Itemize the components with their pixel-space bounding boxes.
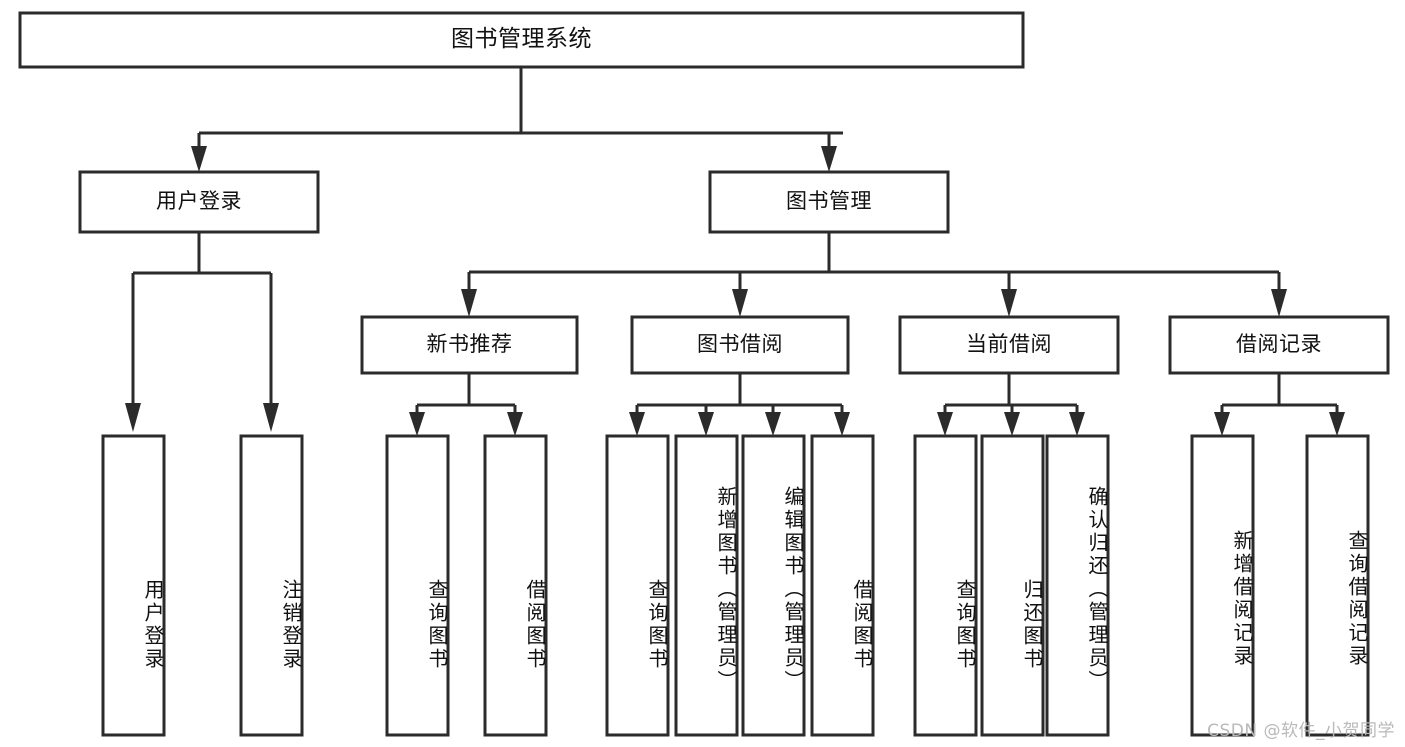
node-box-leaf-11[interactable] xyxy=(1045,434,1110,737)
connector-bookmgmt-to-level2 xyxy=(461,232,1287,317)
node-box-bookmgmt[interactable] xyxy=(708,170,950,234)
node-box-borrow[interactable] xyxy=(630,315,850,375)
node-box-newbook[interactable] xyxy=(360,315,579,375)
node-box-leaf-9[interactable] xyxy=(913,434,978,737)
node-box-leaf-10[interactable] xyxy=(980,434,1045,737)
node-box-leaf-5[interactable] xyxy=(605,434,670,737)
node-box-records[interactable] xyxy=(1168,315,1390,375)
connector-current-to-leaves xyxy=(937,373,1085,436)
node-box-root[interactable] xyxy=(18,11,1025,69)
watermark-text: CSDN @软件_小贺同学 xyxy=(1207,721,1395,741)
node-box-leaf-6[interactable] xyxy=(674,434,739,737)
node-box-leaf-12[interactable] xyxy=(1190,434,1255,737)
node-box-login[interactable] xyxy=(78,170,320,234)
node-box-leaf-2[interactable] xyxy=(239,434,304,737)
connector-login-to-leaves xyxy=(125,232,279,432)
node-box-leaf-8[interactable] xyxy=(810,434,875,737)
node-box-leaf-1[interactable] xyxy=(101,434,166,737)
node-box-leaf-13[interactable] xyxy=(1305,434,1370,737)
connector-newbook-to-leaves xyxy=(409,373,523,436)
node-box-leaf-7[interactable] xyxy=(741,434,806,737)
node-box-leaf-3[interactable] xyxy=(385,434,450,737)
connector-borrow-to-leaves xyxy=(629,373,850,436)
node-box-leaf-4[interactable] xyxy=(483,434,548,737)
connector-root-to-level1 xyxy=(191,67,843,172)
connector-records-to-leaves xyxy=(1214,373,1345,436)
node-box-current[interactable] xyxy=(898,315,1120,375)
